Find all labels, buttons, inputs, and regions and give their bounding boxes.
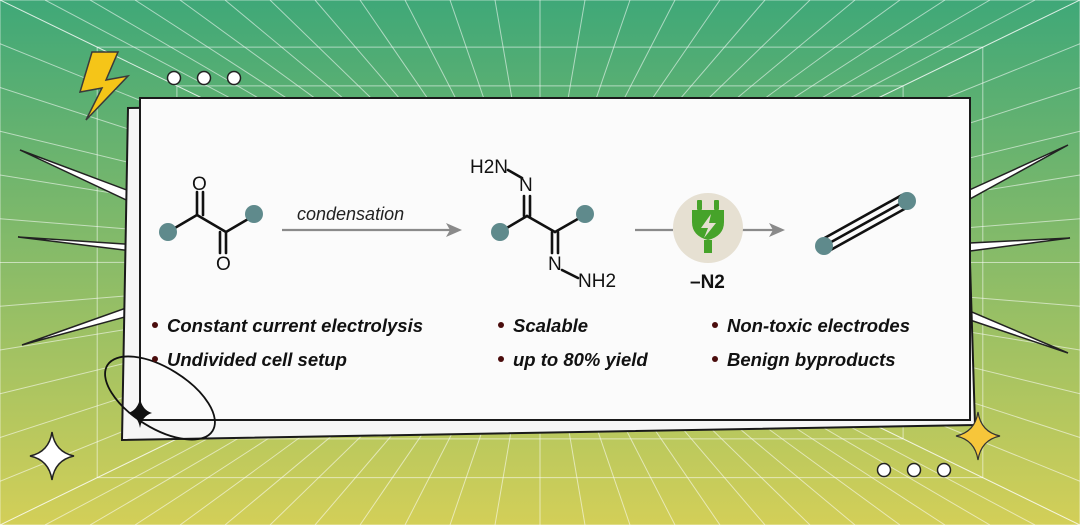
sparkle-white-icon (29, 431, 75, 481)
bullet-col1-1: Constant current electrolysis (152, 316, 423, 336)
alkyne-structure (819, 193, 910, 254)
oxygen-top-label: O (192, 174, 207, 195)
diketone-structure (166, 190, 257, 255)
dot-bottom-3 (936, 462, 952, 478)
dot-top-1 (166, 70, 182, 86)
main-panel (139, 97, 971, 421)
sparkle-yellow-icon (955, 411, 1001, 461)
dot-bottom-1 (876, 462, 892, 478)
lightning-bolt-icon (78, 51, 131, 121)
dot-top-3 (226, 70, 242, 86)
oxygen-bottom-label: O (216, 254, 231, 275)
dot-bottom-2 (906, 462, 922, 478)
substituent-ball (245, 205, 263, 223)
amino-top-label: H2N (470, 157, 509, 178)
bullet-dot (712, 356, 718, 363)
bullet-col3-2: Benign byproducts (712, 350, 896, 370)
reaction-arrow-2-head (769, 223, 785, 237)
hydrazone-structure (498, 168, 585, 280)
bullet-dot (498, 322, 504, 329)
substituent-ball (491, 223, 509, 241)
bullet-dot (152, 322, 158, 329)
reaction-arrow-1-head (446, 223, 462, 237)
plug-bolt-lightning (701, 214, 716, 238)
substituent-ball (815, 237, 833, 255)
bullet-dot (498, 356, 504, 363)
dot-top-2 (196, 70, 212, 86)
bullet-col2-2: up to 80% yield (498, 350, 648, 370)
substituent-ball (159, 223, 177, 241)
substituent-ball (898, 192, 916, 210)
condensation-label: condensation (297, 204, 405, 224)
bullet-dot (712, 322, 718, 329)
substituent-ball (576, 205, 594, 223)
bullet-dot (152, 356, 158, 363)
bullet-col1-2: Undivided cell setup (152, 350, 347, 370)
amino-bottom-label: NH2 (578, 271, 617, 292)
sparkle-black-icon (128, 398, 152, 428)
orbit-ellipse (104, 355, 216, 441)
nitrogen-top-label: N (519, 175, 533, 196)
nitrogen-bottom-label: N (548, 254, 562, 275)
bullet-col3-1: Non-toxic electrodes (712, 316, 910, 336)
minus-n2-label: –N2 (690, 272, 725, 293)
bullet-col2-1: Scalable (498, 316, 588, 336)
